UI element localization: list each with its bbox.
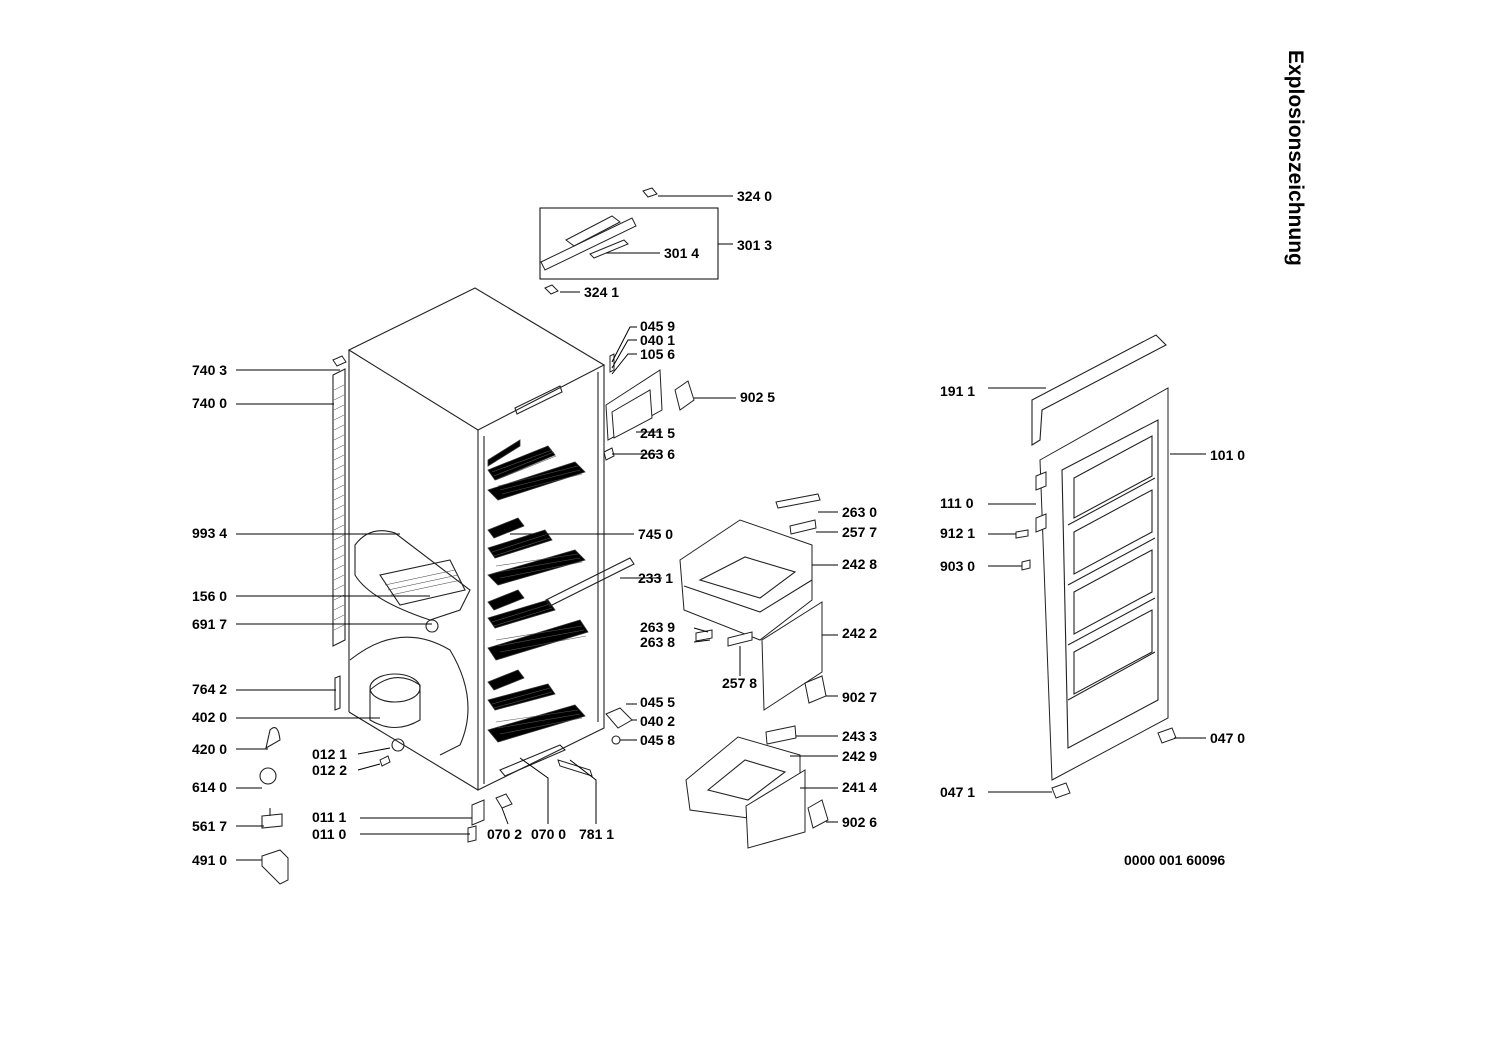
label-242-2: 242 2	[842, 625, 877, 641]
label-191-1: 191 1	[940, 383, 975, 399]
label-781-1: 781 1	[579, 826, 614, 842]
label-324-0: 324 0	[737, 188, 772, 204]
label-912-1: 912 1	[940, 525, 975, 541]
label-040-1: 040 1	[640, 332, 675, 348]
label-263-6: 263 6	[640, 446, 675, 462]
label-045-5: 045 5	[640, 694, 675, 710]
label-301-3: 301 3	[737, 237, 772, 253]
leader-lines	[236, 195, 1206, 861]
label-902-5: 902 5	[740, 389, 775, 405]
label-156-0: 156 0	[192, 588, 227, 604]
label-243-3: 243 3	[842, 728, 877, 744]
label-263-8: 263 8	[640, 634, 675, 650]
label-012-1: 012 1	[312, 746, 347, 762]
label-040-2: 040 2	[640, 713, 675, 729]
label-070-0: 070 0	[531, 826, 566, 842]
label-241-4: 241 4	[842, 779, 877, 795]
drawing-title-text: Explosionszeichnung	[1284, 50, 1307, 266]
label-491-0: 491 0	[192, 852, 227, 868]
label-257-8: 257 8	[722, 675, 757, 691]
label-047-0: 047 0	[1210, 730, 1245, 746]
label-902-6: 902 6	[842, 814, 877, 830]
label-241-5: 241 5	[640, 425, 675, 441]
label-242-8: 242 8	[842, 556, 877, 572]
label-242-9: 242 9	[842, 748, 877, 764]
label-047-1: 047 1	[940, 784, 975, 800]
label-070-2: 070 2	[487, 826, 522, 842]
label-402-0: 402 0	[192, 709, 227, 725]
label-045-9: 045 9	[640, 318, 675, 334]
drawing-title: Explosionszeichnung	[1260, 50, 1330, 320]
label-045-8: 045 8	[640, 732, 675, 748]
label-101-0: 101 0	[1210, 447, 1245, 463]
label-614-0: 614 0	[192, 779, 227, 795]
containers-and-fittings	[603, 353, 829, 849]
label-263-9: 263 9	[640, 619, 675, 635]
label-011-0: 011 0	[312, 826, 346, 842]
label-902-7: 902 7	[842, 689, 877, 705]
label-011-1: 011 1	[312, 809, 346, 825]
label-764-2: 764 2	[192, 681, 227, 697]
top-cover-assembly	[539, 187, 719, 295]
part-labels: 324 0 301 4 301 3 324 1 045 9 040 1 105 …	[192, 188, 1245, 868]
cabinet-body	[259, 287, 635, 885]
label-324-1: 324 1	[584, 284, 619, 300]
label-740-3: 740 3	[192, 362, 227, 378]
label-233-1: 233 1	[638, 570, 673, 586]
door-assembly	[1015, 334, 1177, 799]
label-561-7: 561 7	[192, 818, 227, 834]
label-012-2: 012 2	[312, 762, 347, 778]
label-691-7: 691 7	[192, 616, 227, 632]
label-263-0: 263 0	[842, 504, 877, 520]
label-257-7: 257 7	[842, 524, 877, 540]
label-993-4: 993 4	[192, 525, 227, 541]
label-111-0: 111 0	[940, 495, 974, 511]
label-105-6: 105 6	[640, 346, 675, 362]
label-903-0: 903 0	[940, 558, 975, 574]
label-420-0: 420 0	[192, 741, 227, 757]
label-745-0: 745 0	[638, 526, 673, 542]
label-301-4: 301 4	[664, 245, 699, 261]
label-740-0: 740 0	[192, 395, 227, 411]
document-number: 0000 001 60096	[1124, 852, 1226, 868]
